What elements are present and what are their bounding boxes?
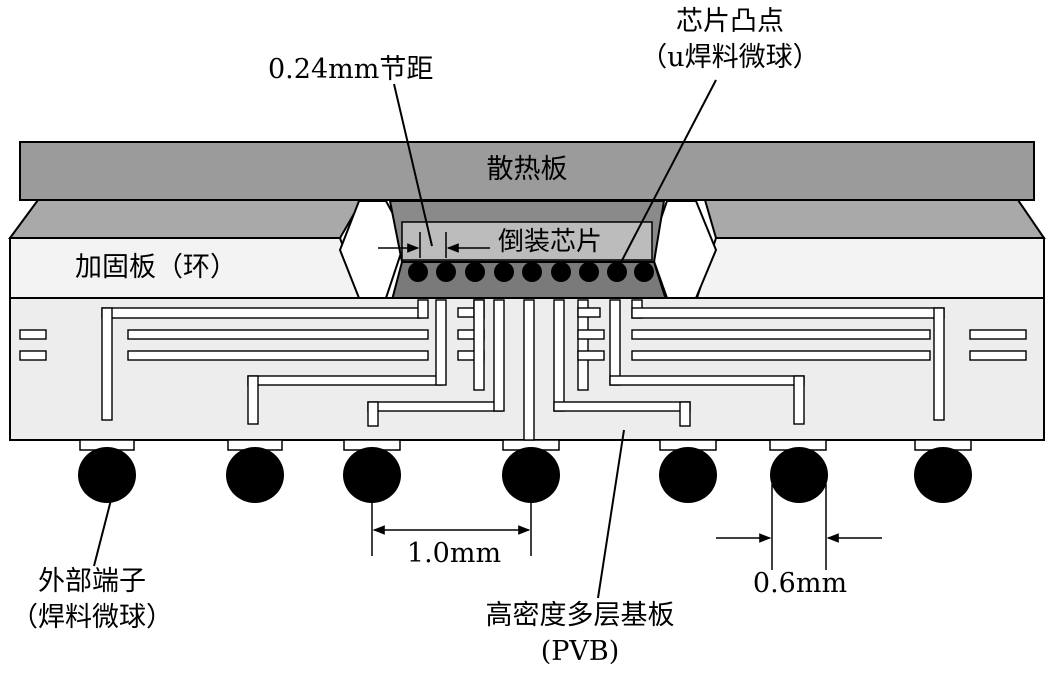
substrate-callout: 高密度多层基板 (PVB) bbox=[486, 429, 675, 667]
flip-chip-label: 倒装芯片 bbox=[498, 227, 602, 257]
solder-ball bbox=[78, 447, 136, 503]
solder-ball bbox=[659, 447, 717, 503]
chip-bump bbox=[551, 262, 571, 282]
chip-bump bbox=[408, 262, 428, 282]
chip-bump bbox=[634, 262, 654, 282]
stiffener-label: 加固板（环） bbox=[75, 252, 237, 283]
chip-bump-label-line1: 芯片凸点 bbox=[676, 6, 784, 37]
chip-bump bbox=[436, 262, 456, 282]
ball-diameter-label: 0.6mm bbox=[753, 568, 847, 599]
chip-bump bbox=[607, 262, 627, 282]
external-solder-balls bbox=[78, 447, 972, 503]
heat-spreader-label: 散热板 bbox=[487, 154, 568, 185]
chip-bump bbox=[494, 262, 514, 282]
chip-bump bbox=[522, 262, 542, 282]
chip-bump-callout: 芯片凸点 （u焊料微球） bbox=[617, 6, 820, 269]
solder-ball bbox=[914, 447, 972, 503]
pitch-annotation-large: 1.0mm bbox=[371, 500, 532, 569]
substrate-traces bbox=[19, 299, 1027, 441]
chip-bump bbox=[465, 262, 485, 282]
solder-ball bbox=[226, 447, 284, 503]
chip-bumps bbox=[408, 262, 654, 282]
stiffener-ring: 加固板（环） bbox=[8, 199, 1046, 299]
solder-ball bbox=[502, 447, 560, 503]
solder-ball bbox=[343, 447, 401, 503]
external-terminal-callout: 外部端子 （焊料微球） bbox=[11, 495, 173, 633]
ext-terminal-label-line1: 外部端子 bbox=[38, 566, 146, 597]
chip-bump-label-line2: （u焊料微球） bbox=[640, 42, 819, 73]
ball-diameter-annotation: 0.6mm bbox=[716, 484, 882, 599]
ext-terminal-label-line2: （焊料微球） bbox=[11, 602, 173, 633]
substrate-label-line2: (PVB) bbox=[541, 636, 620, 667]
substrate-label-line1: 高密度多层基板 bbox=[486, 600, 675, 631]
pitch-annotation-small: 0.24mm节距 bbox=[268, 54, 490, 258]
solder-ball bbox=[770, 447, 828, 503]
pitch-large-label: 1.0mm bbox=[407, 538, 501, 569]
chip-bump bbox=[579, 262, 599, 282]
pitch-small-label: 0.24mm节距 bbox=[268, 54, 433, 85]
flip-chip: 倒装芯片 bbox=[388, 200, 668, 301]
heat-spreader: 散热板 bbox=[19, 141, 1035, 201]
